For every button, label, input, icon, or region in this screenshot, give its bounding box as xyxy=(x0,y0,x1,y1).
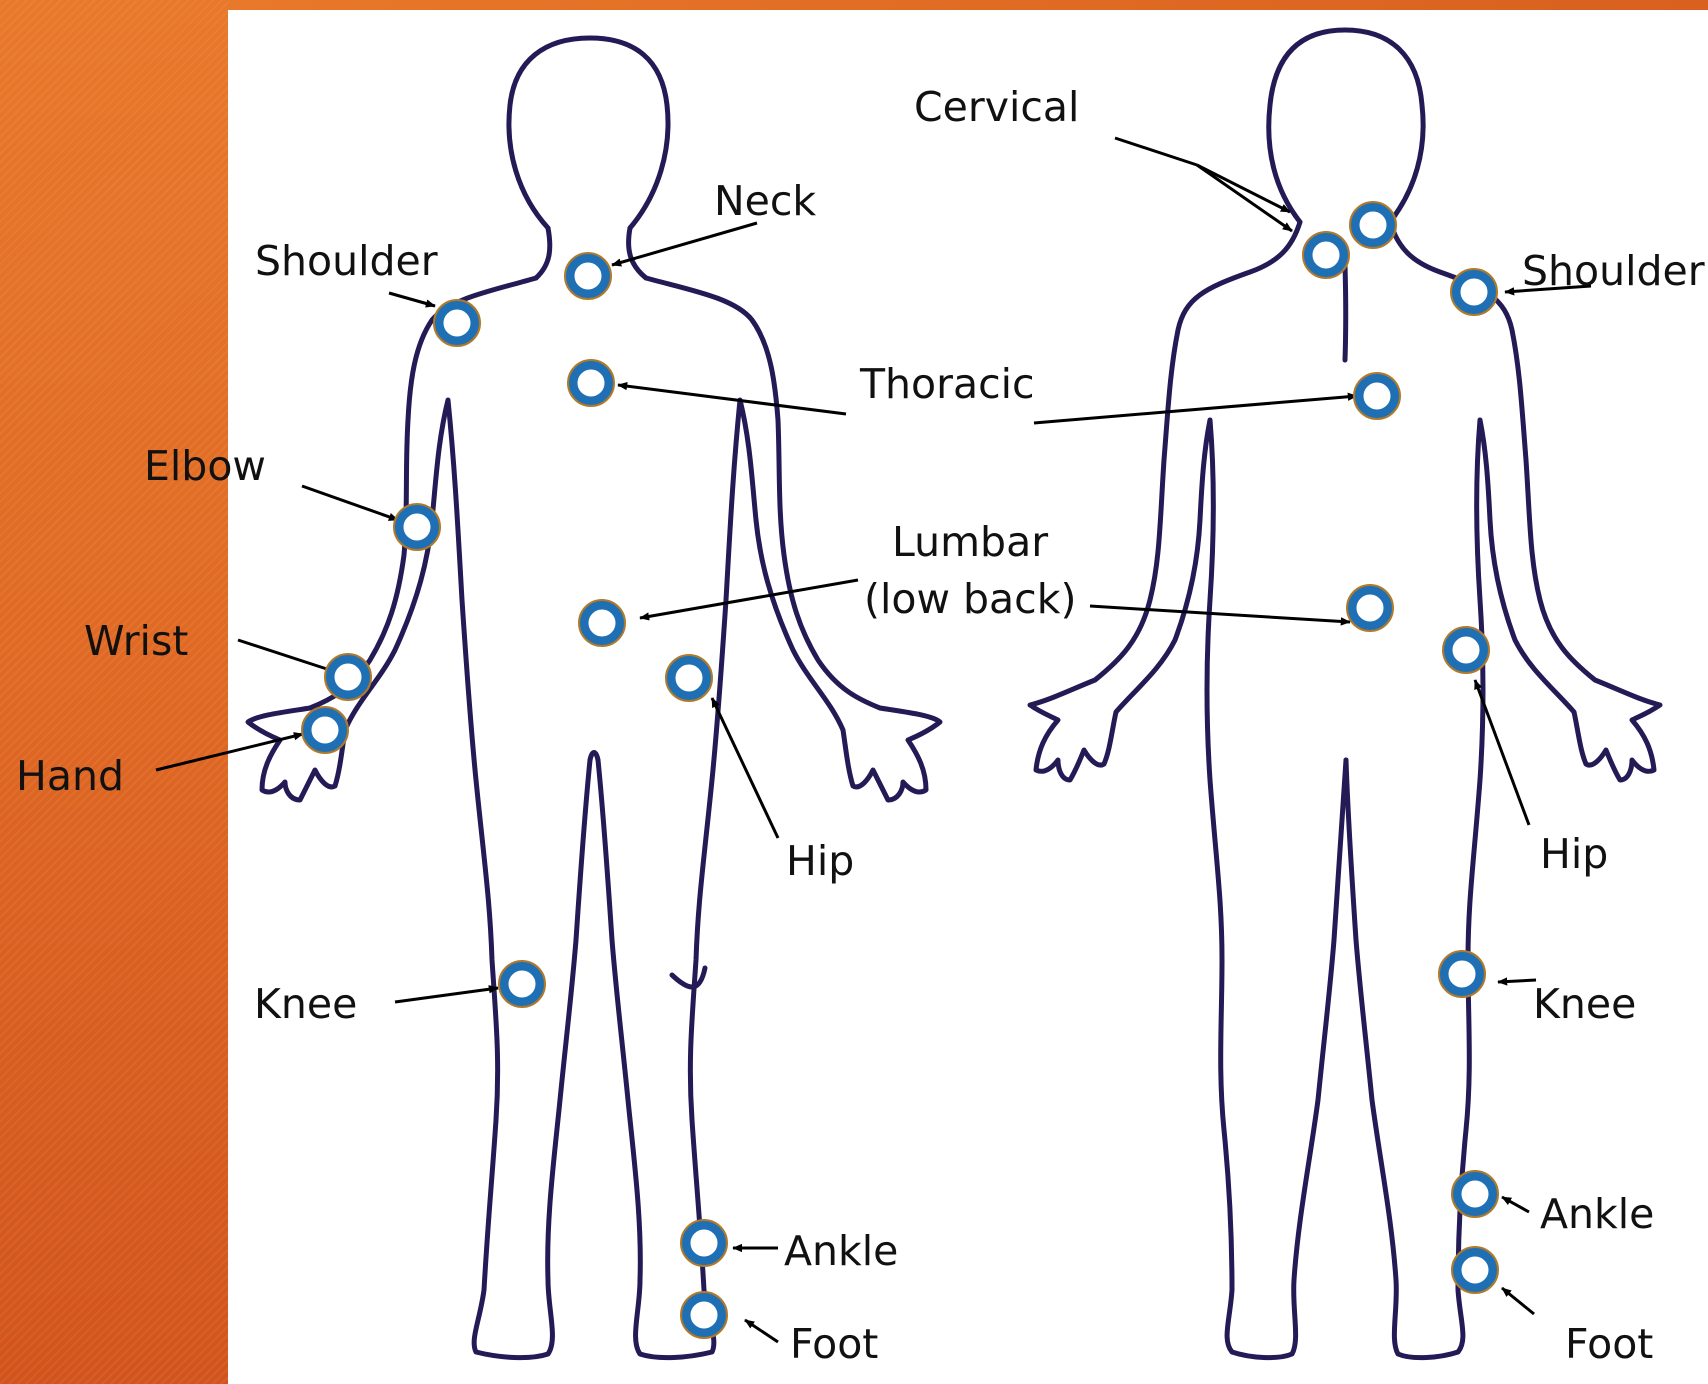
back-markers xyxy=(1303,202,1498,1293)
front-head xyxy=(509,38,668,228)
label-front-hand: Hand xyxy=(16,752,124,800)
marker-front-knee[interactable] xyxy=(499,961,545,1007)
arrow-back-lumbar xyxy=(1090,606,1350,622)
front-body-left-side xyxy=(248,278,590,1358)
marker-back-foot[interactable] xyxy=(1452,1247,1498,1293)
label-lumbar-line1: Lumbar xyxy=(892,518,1048,566)
arrow-front-lumbar xyxy=(640,580,858,618)
label-back-hip: Hip xyxy=(1540,830,1608,878)
arrow-front-knee xyxy=(395,988,498,1002)
arrow-back-ankle xyxy=(1502,1197,1529,1212)
marker-front-wrist[interactable] xyxy=(325,654,371,700)
marker-back-cervical-lower[interactable] xyxy=(1303,232,1349,278)
arrow-front-shoulder xyxy=(389,293,435,306)
back-spine-top xyxy=(1345,265,1346,360)
marker-back-shoulder[interactable] xyxy=(1451,269,1497,315)
label-front-shoulder: Shoulder xyxy=(255,237,438,285)
back-head xyxy=(1269,30,1423,222)
label-front-wrist: Wrist xyxy=(84,617,188,665)
label-front-neck: Neck xyxy=(714,177,816,225)
label-back-foot: Foot xyxy=(1565,1320,1653,1368)
marker-front-elbow[interactable] xyxy=(394,504,440,550)
arrow-back-knee xyxy=(1498,980,1536,982)
arrow-front-wrist xyxy=(238,640,336,672)
leader-arrows xyxy=(156,138,1591,1342)
label-back-shoulder: Shoulder xyxy=(1522,247,1705,295)
marker-front-hip[interactable] xyxy=(666,655,712,701)
back-labels: Cervical Shoulder Hip Knee Ankle Foot xyxy=(914,83,1705,1368)
label-back-cervical: Cervical xyxy=(914,83,1079,131)
marker-back-lumbar[interactable] xyxy=(1347,585,1393,631)
label-lumbar-line2: (low back) xyxy=(864,575,1076,623)
marker-back-thoracic[interactable] xyxy=(1354,373,1400,419)
marker-back-hip[interactable] xyxy=(1443,627,1489,673)
marker-back-ankle[interactable] xyxy=(1452,1171,1498,1217)
marker-front-shoulder[interactable] xyxy=(434,300,480,346)
label-front-elbow: Elbow xyxy=(144,442,266,490)
front-crotch xyxy=(590,753,598,761)
arrow-back-cervical-stem xyxy=(1115,138,1197,165)
arrow-front-thoracic xyxy=(618,385,846,414)
front-neck-left xyxy=(536,228,550,278)
label-front-foot: Foot xyxy=(790,1320,878,1368)
marker-back-knee[interactable] xyxy=(1439,951,1485,997)
arrow-back-thoracic xyxy=(1034,396,1357,423)
label-back-ankle: Ankle xyxy=(1540,1190,1654,1238)
label-thoracic: Thoracic xyxy=(859,360,1035,408)
marker-back-cervical-upper[interactable] xyxy=(1350,202,1396,248)
arrow-back-foot xyxy=(1502,1288,1534,1314)
back-body-left-side xyxy=(1030,222,1346,1358)
marker-front-hand[interactable] xyxy=(302,707,348,753)
marker-front-neck[interactable] xyxy=(565,253,611,299)
marker-front-ankle[interactable] xyxy=(681,1220,727,1266)
label-front-ankle: Ankle xyxy=(784,1227,898,1275)
arrow-front-hand xyxy=(156,734,303,770)
marker-front-foot[interactable] xyxy=(681,1292,727,1338)
arrow-front-hip xyxy=(712,698,778,838)
marker-front-lumbar[interactable] xyxy=(579,600,625,646)
arrow-front-neck xyxy=(612,223,757,265)
label-back-knee: Knee xyxy=(1533,980,1636,1028)
back-body-outline xyxy=(1030,30,1660,1358)
front-markers xyxy=(302,253,727,1338)
arrow-front-foot xyxy=(745,1320,778,1342)
label-front-knee: Knee xyxy=(254,980,357,1028)
marker-front-thoracic[interactable] xyxy=(568,360,614,406)
front-knee-mark xyxy=(672,968,705,987)
label-front-hip: Hip xyxy=(786,837,854,885)
arrow-front-elbow xyxy=(302,486,398,520)
center-labels: Thoracic Lumbar (low back) xyxy=(859,360,1076,623)
front-neck-right xyxy=(629,228,646,278)
